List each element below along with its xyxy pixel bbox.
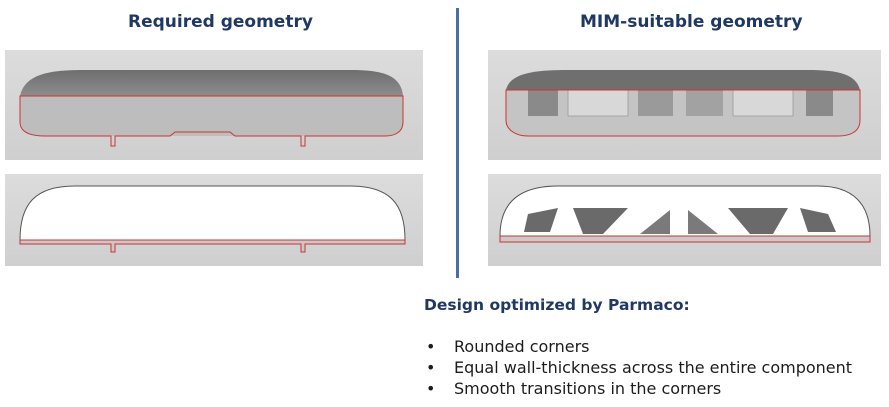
bullet-dot: • — [426, 337, 436, 356]
bullet-dot: • — [426, 358, 436, 377]
bullet-text: Smooth transitions in the corners — [454, 379, 722, 398]
mim-geometry-section-view — [488, 174, 881, 266]
bullet-item: • Rounded corners — [424, 336, 884, 357]
required-geometry-section-view — [5, 174, 423, 266]
mim-geometry-top-view — [488, 50, 881, 160]
mim-ribbed-part — [505, 70, 861, 137]
required-section-part — [19, 185, 406, 253]
bullet-dot: • — [426, 379, 436, 398]
design-bullet-list: • Rounded corners • Equal wall-thickness… — [424, 336, 884, 399]
mim-truss-part — [499, 185, 871, 243]
bullet-item: • Smooth transitions in the corners — [424, 378, 884, 399]
bullet-text: Rounded corners — [454, 337, 590, 356]
required-geometry-title: Required geometry — [128, 12, 313, 32]
design-notes: Design optimized by Parmaco: • Rounded c… — [424, 296, 884, 399]
required-geometry-top-view — [5, 50, 423, 160]
bullet-item: • Equal wall-thickness across the entire… — [424, 357, 884, 378]
mim-geometry-title: MIM-suitable geometry — [580, 12, 803, 32]
vertical-divider — [456, 8, 459, 278]
bullet-text: Equal wall-thickness across the entire c… — [454, 358, 853, 377]
design-title: Design optimized by Parmaco: — [424, 296, 690, 314]
required-solid-part — [19, 70, 404, 147]
